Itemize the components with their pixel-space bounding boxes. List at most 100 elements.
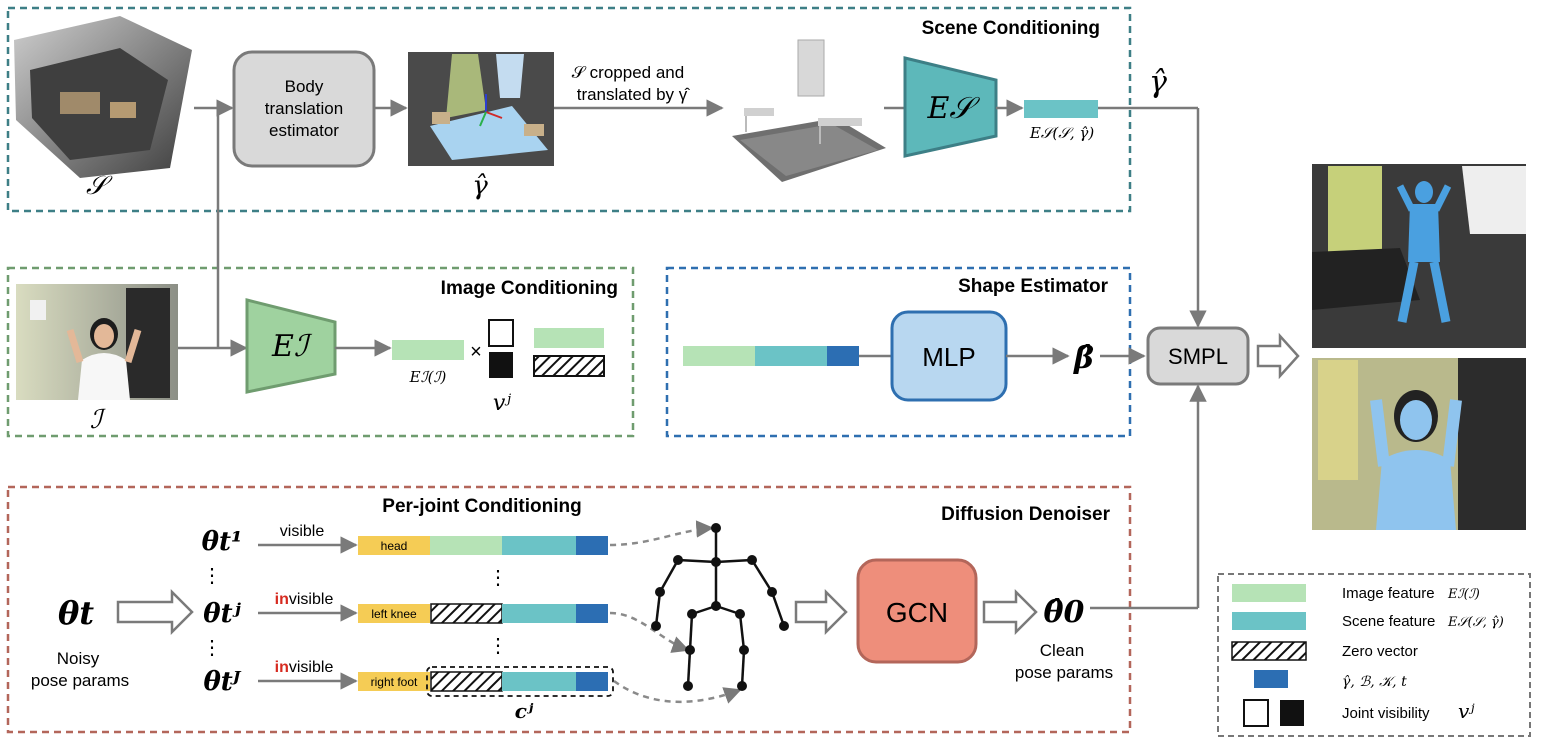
output-scene-render — [1312, 164, 1526, 348]
cropped-text-line-1: 𝒮 cropped and — [572, 63, 684, 82]
scene-encoder — [903, 56, 998, 158]
row-1-joint-label: head — [381, 539, 408, 553]
gamma-output-symbol: γ̂ — [1149, 65, 1167, 100]
noisy-label-1: Noisy — [57, 649, 100, 668]
theta-0-symbol: θ̂0 — [1044, 595, 1085, 630]
smpl-output-arrow — [1256, 332, 1300, 380]
legend-box — [1217, 573, 1531, 737]
diffusion-denoiser-title: Diffusion Denoiser — [941, 504, 1111, 525]
cj-dashed-box — [426, 666, 614, 697]
row-J-param-segment — [576, 672, 608, 691]
shape-estimator-title: Shape Estimator — [958, 276, 1109, 297]
row-j-param-segment — [576, 604, 608, 623]
image-encoder-label: Eℐ — [271, 329, 313, 364]
image-feature-label: Eℐ(ℐ) — [409, 368, 447, 386]
visibility-black-box — [489, 352, 513, 378]
row-j-scene-segment — [502, 604, 576, 623]
vdots-left-1: ⋮ — [202, 565, 222, 587]
visibility-white-box — [488, 319, 514, 347]
row-1-scene-segment — [502, 536, 576, 555]
row-j-to-skeleton-link — [609, 611, 690, 653]
row-J-scene-segment — [502, 672, 576, 691]
skeleton-joints — [651, 523, 789, 691]
scene-encoder-label: E𝒮 — [926, 91, 980, 126]
skeleton-to-gcn-arrow — [794, 588, 848, 636]
scene-conditioning-box — [6, 6, 1132, 213]
row-1-param-segment — [576, 536, 608, 555]
legend-param-math: γ̂, ℬ, 𝒦, t — [1342, 674, 1407, 690]
image-conditioning-box — [6, 266, 635, 438]
legend-scene-feature-swatch — [1232, 612, 1306, 630]
output-image-overlay — [1312, 358, 1526, 530]
gcn-box — [856, 558, 978, 664]
row-1-joint-segment — [358, 536, 430, 555]
row-1-to-skeleton-link — [609, 520, 714, 547]
gcn-label: GCN — [886, 597, 948, 628]
row-j-in-prefix: in — [275, 591, 289, 608]
per-joint-conditioning-title: Per-joint Conditioning — [382, 496, 581, 517]
legend-scene-feature-label: Scene feature — [1342, 613, 1435, 630]
row-J-in-prefix: in — [275, 659, 289, 676]
legend-zero-vector-label: Zero vector — [1342, 643, 1418, 660]
row-j-visible-text: visible — [289, 591, 334, 608]
theta-1-symbol: θt¹ — [202, 527, 243, 557]
cropped-pointcloud-image — [732, 39, 886, 182]
image-symbol: ℐ — [90, 405, 106, 435]
image-conditioning-title: Image Conditioning — [441, 278, 618, 299]
smpl-label: SMPL — [1168, 344, 1228, 369]
legend-visibility-label: Joint visibility — [1342, 705, 1430, 722]
row-1-image-segment — [430, 536, 502, 555]
row-J-joint-segment — [358, 672, 430, 691]
theta-j-symbol: θtʲ — [203, 599, 241, 629]
row-j-zero-segment — [430, 603, 503, 624]
shape-input-image-segment — [683, 346, 755, 366]
gamma-symbol: γ̂ — [472, 171, 488, 201]
body-translation-estimator-label-1: Body — [285, 77, 324, 96]
clean-label-2: pose params — [1015, 663, 1113, 682]
cj-label: cʲ — [515, 699, 534, 723]
visibility-symbol: vʲ — [493, 391, 511, 416]
vdots-left-2: ⋮ — [202, 637, 222, 659]
legend-scene-feature-math: E𝒮(𝒮, γ̂) — [1447, 615, 1504, 630]
vdots-mid-2: ⋮ — [488, 635, 508, 657]
noisy-label-2: pose params — [31, 671, 129, 690]
row-J-zero-segment — [430, 671, 503, 692]
image-encoder — [245, 298, 337, 394]
row-j-visibility: invisible — [275, 591, 334, 608]
smpl-box — [1146, 326, 1250, 386]
row-J-joint-label: right foot — [371, 675, 418, 689]
image-feature-bar — [392, 340, 464, 360]
row-j-joint-segment — [358, 604, 430, 623]
legend-visibility-math: vʲ — [1458, 699, 1475, 723]
theta-J-symbol: θtᴶ — [203, 667, 241, 697]
row-J-visibility: invisible — [275, 659, 334, 676]
body-translation-estimator-label-3: estimator — [269, 121, 339, 140]
shape-input-scene-segment — [755, 346, 827, 366]
translated-scene-image — [408, 52, 554, 166]
legend-visibility-white — [1243, 699, 1269, 727]
row-J-to-skeleton-link — [613, 679, 742, 704]
beta-symbol: β̂ — [1073, 341, 1094, 376]
scene-feature-bar — [1024, 100, 1098, 118]
legend-image-feature-swatch — [1232, 584, 1306, 602]
masked-feature-zero — [533, 355, 605, 377]
cropped-text-line-2: translated by γ̂ — [577, 85, 691, 104]
vdots-mid-1: ⋮ — [488, 567, 508, 589]
shape-input-param-segment — [827, 346, 859, 366]
legend-param-swatch — [1254, 670, 1288, 688]
masked-feature-visible — [534, 328, 604, 348]
legend-image-feature-label: Image feature — [1342, 585, 1435, 602]
scene-conditioning-title: Scene Conditioning — [922, 18, 1100, 39]
row-J-visible-text: visible — [289, 659, 334, 676]
row-1-visibility: visible — [280, 523, 325, 540]
gcn-to-output-arrow — [982, 588, 1038, 636]
noisy-to-joints-arrow — [116, 588, 194, 636]
theta-t-symbol: θt — [58, 594, 94, 632]
scene-scan-image — [14, 16, 192, 178]
mlp-label: MLP — [922, 342, 975, 372]
legend-zero-vector-swatch — [1231, 641, 1307, 661]
scene-feature-label: E𝒮(𝒮, γ̂) — [1029, 124, 1095, 142]
clean-label-1: Clean — [1040, 641, 1084, 660]
legend-visibility-black — [1280, 700, 1304, 726]
